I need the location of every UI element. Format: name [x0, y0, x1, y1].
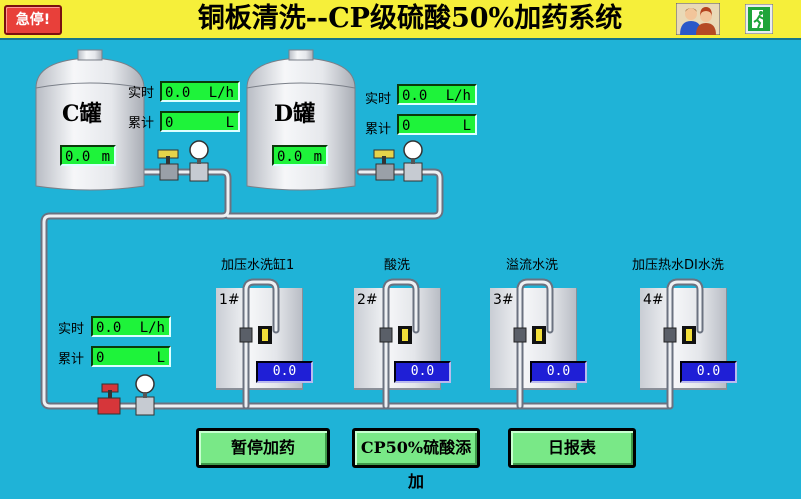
- tank-d-total-label: 累计: [365, 122, 392, 137]
- tank-d-name: D罐: [274, 101, 316, 127]
- main-total-label: 累计: [58, 352, 85, 367]
- tank-d-valve-icon: [373, 140, 423, 182]
- station-3-value-display: 0.0: [530, 361, 587, 383]
- pause-dosing-button[interactable]: 暂停加药: [196, 428, 330, 468]
- station-2-number: 2#: [357, 292, 378, 308]
- station-1-value-display: 0.0: [256, 361, 313, 383]
- station-2-name: 酸洗: [384, 258, 411, 273]
- main-flow-label: 实时: [58, 322, 85, 337]
- station-2-value-display: 0.0: [394, 361, 451, 383]
- exit-door-icon[interactable]: [745, 4, 773, 34]
- page-title: 铜板清洗--CP级硫酸50%加药系统: [197, 3, 623, 34]
- tank-c-total-label: 累计: [128, 116, 155, 131]
- tank-c-flow-label: 实时: [128, 86, 155, 101]
- station-3-number: 3#: [493, 292, 514, 308]
- station-1-number: 1#: [219, 292, 240, 308]
- station-4-value-display: 0.0: [680, 361, 737, 383]
- users-icon[interactable]: [676, 3, 720, 35]
- main-line-valve-icon: [97, 374, 155, 416]
- cp50-acid-add-button[interactable]: CP50%硫酸添加: [352, 428, 480, 491]
- station-3-name: 溢流水洗: [506, 258, 559, 273]
- header-bar: 急停! 铜板清洗--CP级硫酸50%加药系统: [0, 0, 801, 40]
- daily-report-button[interactable]: 日报表: [508, 428, 636, 468]
- emergency-stop-button[interactable]: 急停!: [4, 5, 62, 35]
- station-1-name: 加压水洗缸1: [221, 258, 295, 273]
- tank-d-flow-label: 实时: [365, 92, 392, 107]
- station-4-number: 4#: [643, 292, 664, 308]
- tank-c-name: C罐: [62, 101, 102, 127]
- tank-c-valve-icon: [157, 140, 209, 182]
- station-4-name: 加压热水DI水洗: [632, 258, 724, 273]
